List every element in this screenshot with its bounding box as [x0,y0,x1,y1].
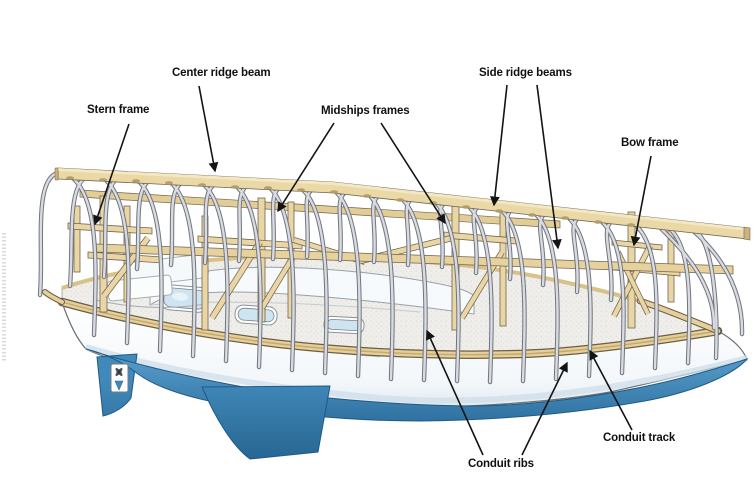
label-side-ridge-beams: Side ridge beams [479,67,572,79]
label-bow-frame: Bow frame [621,137,679,149]
keel [201,385,331,460]
arrow-midships-frame-1 [277,122,335,213]
arrow-stern-frame [93,123,130,226]
waterline-shade [85,344,748,404]
arrow-conduit-ribs-2 [521,361,568,456]
label-center-ridge-beam: Center ridge beam [172,67,271,79]
arrow-conduit-track [589,349,633,431]
arrow-bow-frame [630,155,652,247]
label-conduit-track: Conduit track [603,432,676,444]
arrow-center-ridge-beam [198,85,219,173]
label-midships-frames: Midships frames [321,105,410,117]
cabin-window [234,304,278,326]
propeller [110,363,129,393]
center-ridge-beam [54,167,751,241]
vertical-credit-text [2,233,6,361]
arrow-side-ridge-beam-far [490,84,508,207]
arrow-conduit-ribs-1 [425,329,484,456]
ridge-beam-notches [66,176,635,227]
label-conduit-ribs: Conduit ribs [468,458,534,470]
arrow-midships-frame-2 [380,122,446,225]
label-stern-frame: Stern frame [87,104,150,116]
callout-arrows [93,84,652,456]
cabin-window [323,315,365,335]
arrow-side-ridge-beam-near [536,84,562,250]
